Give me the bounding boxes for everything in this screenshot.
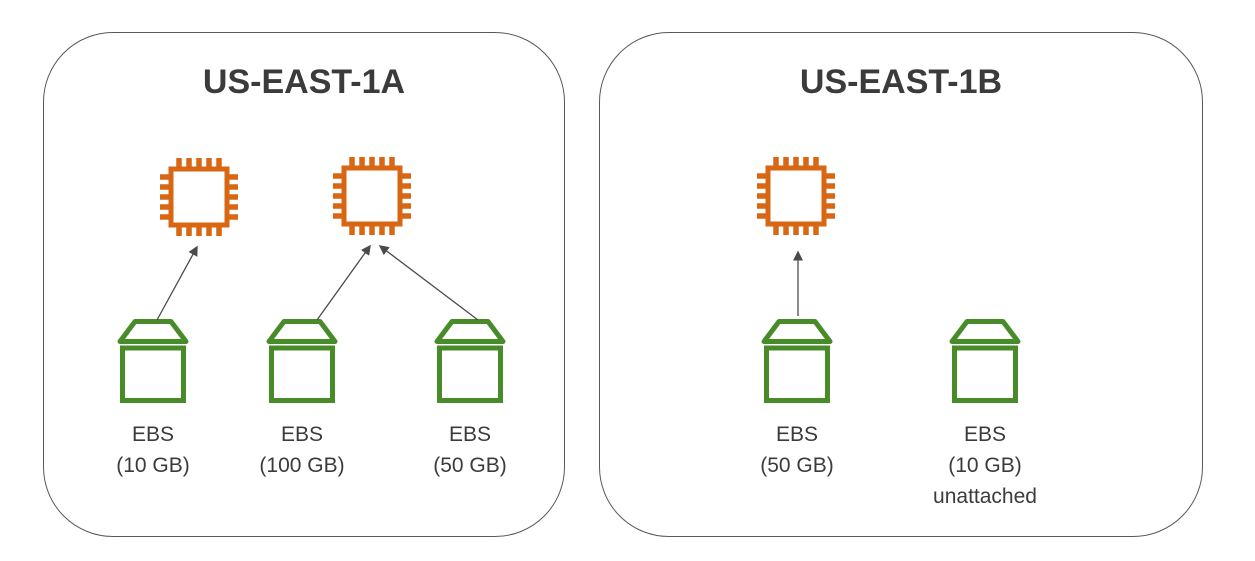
- volume-name: EBS: [963, 423, 1007, 446]
- volume-name: EBS: [448, 423, 492, 446]
- ebs-volume-icon: [432, 317, 508, 403]
- volume-name: EBS: [280, 423, 324, 446]
- ebs-volume-label: EBS (10 GB) unattached: [885, 419, 1085, 512]
- volume-name: EBS: [775, 423, 819, 446]
- volume-status: unattached: [933, 485, 1037, 508]
- zone-title: US-EAST-1B: [799, 63, 1003, 101]
- ec2-instance-icon: [754, 154, 838, 238]
- ebs-volume-icon: [947, 317, 1023, 403]
- ec2-instance-icon: [157, 155, 241, 239]
- zone-title: US-EAST-1A: [202, 63, 406, 101]
- ebs-volume-icon: [264, 317, 340, 403]
- volume-size: (100 GB): [259, 454, 345, 477]
- ebs-volume-icon: [759, 317, 835, 403]
- ebs-volume-label: EBS (50 GB): [370, 419, 570, 481]
- zone-us-east-1b: US-EAST-1B: [599, 32, 1203, 537]
- ec2-instance-icon: [330, 154, 414, 238]
- volume-size: (50 GB): [433, 454, 507, 477]
- volume-name: EBS: [131, 423, 175, 446]
- volume-size: (10 GB): [116, 454, 190, 477]
- ebs-volume-icon: [115, 317, 191, 403]
- ebs-volume-label: EBS (10 GB): [53, 419, 253, 481]
- volume-size: (50 GB): [760, 454, 834, 477]
- volume-size: (10 GB): [948, 454, 1022, 477]
- ebs-volume-label: EBS (100 GB): [202, 419, 402, 481]
- ebs-volume-label: EBS (50 GB): [697, 419, 897, 481]
